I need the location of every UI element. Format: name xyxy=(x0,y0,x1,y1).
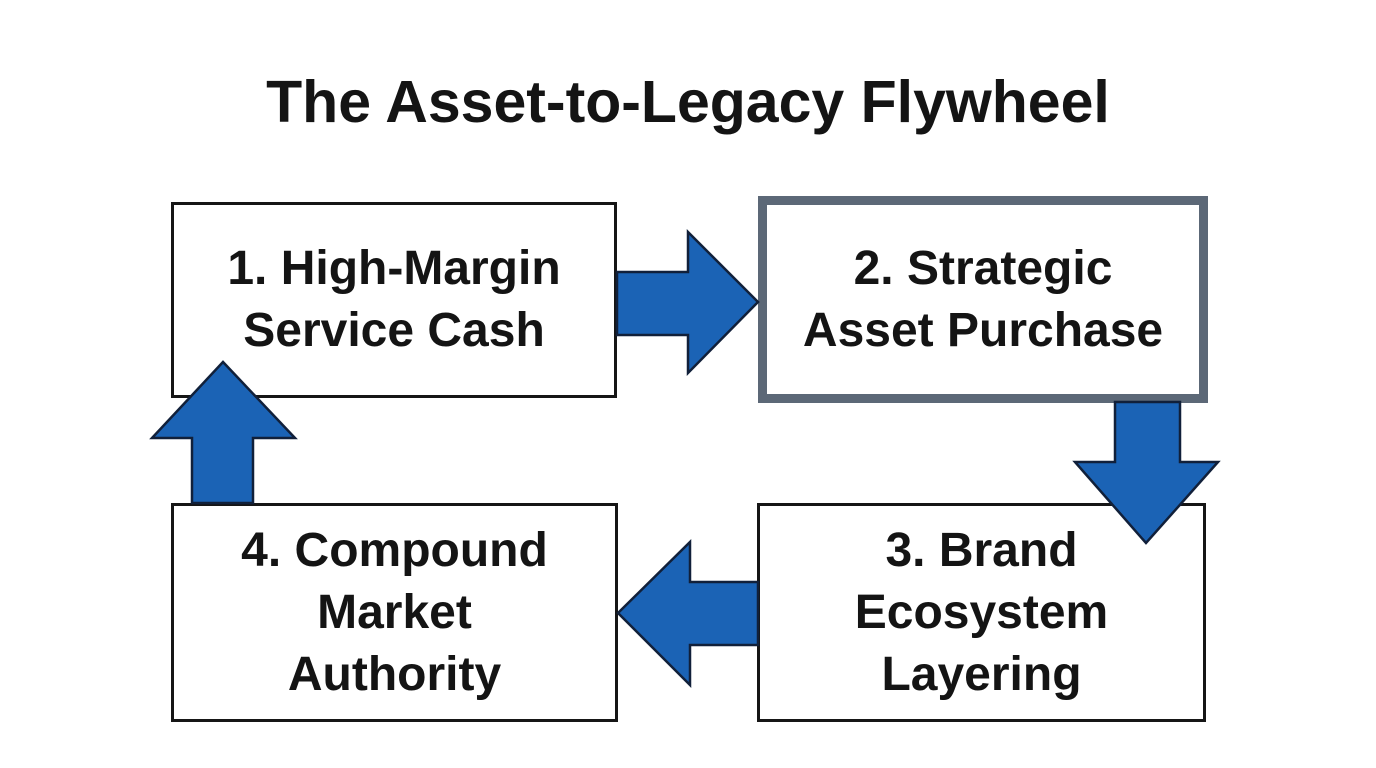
box-4-line-3: Authority xyxy=(287,647,502,701)
arrow-right-1-to-2-icon xyxy=(615,228,760,377)
flywheel-box-1: 1. High-Margin Service Cash xyxy=(171,202,617,398)
flywheel-box-3: 3. Brand Ecosystem Layering xyxy=(757,503,1206,722)
box-1-line-2: Service Cash xyxy=(243,304,545,357)
diagram-title: The Asset-to-Legacy Flywheel xyxy=(266,69,1110,135)
box-4-line-2: Market xyxy=(317,585,472,639)
box-1-line-1: 1. High-Margin xyxy=(227,242,561,295)
box-3-line-1: 3. Brand xyxy=(885,523,1078,577)
box-3-line-2: Ecosystem xyxy=(854,585,1109,639)
box-3-line-3: Layering xyxy=(881,647,1082,701)
arrow-left-3-to-4-icon xyxy=(616,539,760,689)
box-2-line-2: Asset Purchase xyxy=(802,303,1164,357)
box-2-line-1: 2. Strategic xyxy=(853,241,1113,295)
flywheel-box-2: 2. Strategic Asset Purchase xyxy=(758,196,1208,403)
box-4-line-1: 4. Compound xyxy=(241,523,548,577)
flywheel-box-4: 4. Compound Market Authority xyxy=(171,503,618,722)
